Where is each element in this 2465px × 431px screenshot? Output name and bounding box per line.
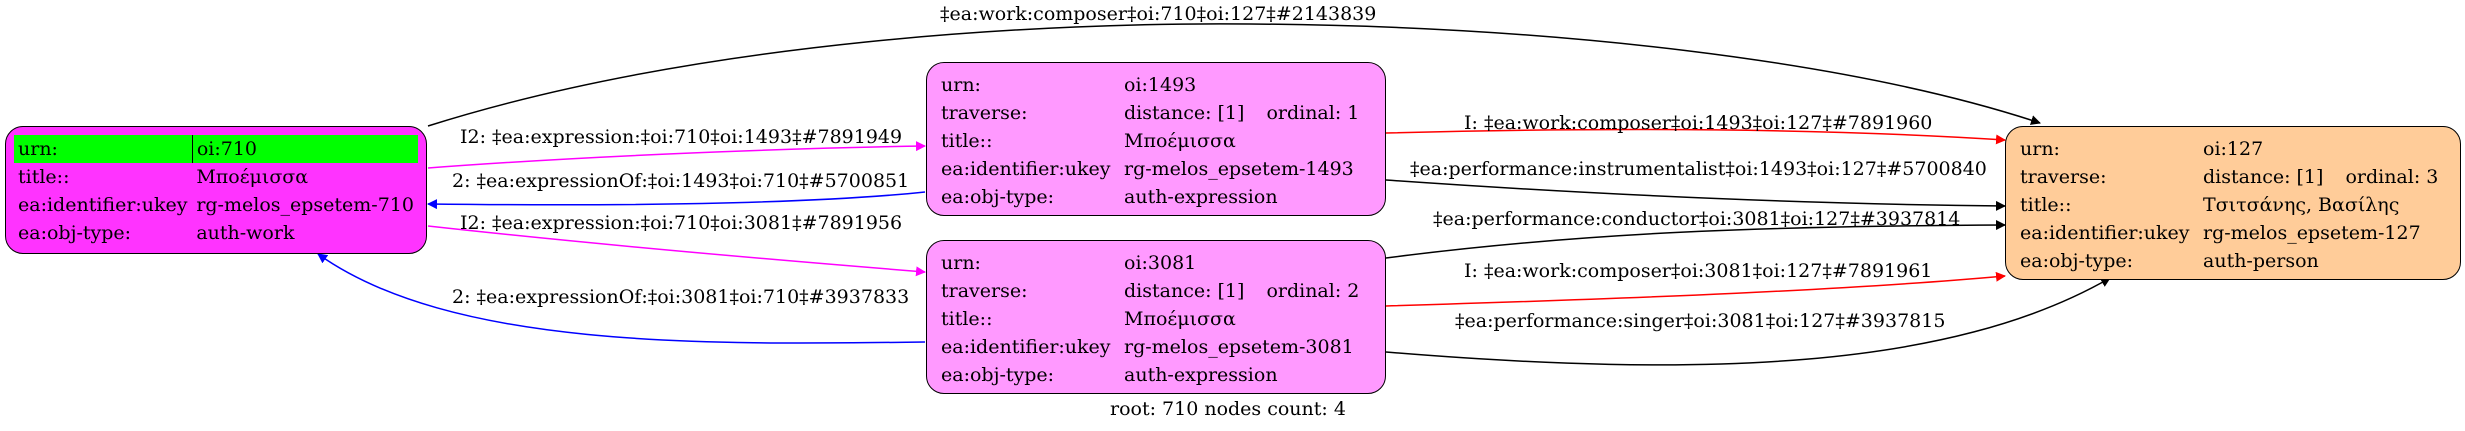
- node-710-type-row: ea:obj-type: auth-work: [14, 219, 418, 247]
- node-3081-ordinal: ordinal: 2: [1266, 280, 1360, 302]
- node-3081-urn-key: urn:: [941, 252, 981, 274]
- node-710-type-key: ea:obj-type:: [18, 222, 132, 244]
- edge-label-710-1493-expression: I2: ‡ea:expression:‡oi:710‡oi:1493‡#7891…: [460, 126, 903, 148]
- node-1493-urn-key: urn:: [941, 74, 981, 96]
- node-expression-3081[interactable]: urn: oi:3081 traverse: distance: [1] ordi…: [926, 240, 1386, 394]
- node-1493-title-value: Μποέμισσα: [1124, 130, 1236, 152]
- node-3081-title-key: title::: [941, 308, 993, 330]
- edge-3081-710-expressionof: [317, 253, 926, 344]
- node-127-urn-key: urn:: [2020, 138, 2060, 160]
- node-3081-ukey-value: rg-melos_epsetem-3081: [1124, 336, 1354, 358]
- node-710-fields: urn: oi:710 title:: Μποέμισσα ea:identif…: [14, 135, 418, 247]
- node-1493-fields: urn: oi:1493 traverse: distance: [1] ordi…: [937, 71, 1363, 211]
- node-3081-traverse-key: traverse:: [941, 280, 1028, 302]
- node-1493-title-key: title::: [941, 130, 993, 152]
- edge-1493-710-expressionof: [427, 191, 926, 210]
- node-1493-distance: distance: [1]: [1124, 102, 1245, 124]
- node-3081-fields: urn: oi:3081 traverse: distance: [1] ordi…: [937, 249, 1363, 389]
- node-127-title-key: title::: [2020, 194, 2072, 216]
- node-127-ordinal: ordinal: 3: [2345, 166, 2439, 188]
- edge-3081-127-composer: [1385, 271, 2006, 307]
- node-work-710[interactable]: urn: oi:710 title:: Μποέμισσα ea:identif…: [5, 126, 427, 254]
- edge-710-127-composer: [427, 23, 2041, 127]
- node-3081-title-value: Μποέμισσα: [1124, 308, 1236, 330]
- node-127-type-value: auth-person: [2203, 250, 2319, 272]
- node-710-ukey-row: ea:identifier:ukey rg-melos_epsetem-710: [14, 191, 418, 219]
- edge-label-1493-127-composer: I: ‡ea:work:composer‡oi:1493‡oi:127‡#789…: [1464, 112, 1933, 134]
- node-1493-ordinal: ordinal: 1: [1266, 102, 1360, 124]
- node-3081-distance: distance: [1]: [1124, 280, 1245, 302]
- node-710-title-row: title:: Μποέμισσα: [14, 163, 418, 191]
- edge-1493-127-composer: [1385, 128, 2006, 145]
- node-3081-traverse-value: distance: [1] ordinal: 2: [1120, 277, 1363, 305]
- node-1493-traverse-value: distance: [1] ordinal: 1: [1120, 99, 1363, 127]
- node-1493-ukey-key: ea:identifier:ukey: [941, 158, 1111, 180]
- node-127-urn-value: oi:127: [2203, 138, 2264, 160]
- edge-3081-127-singer: [1385, 277, 2111, 366]
- node-1493-type-value: auth-expression: [1124, 186, 1278, 208]
- graph-footer: root: 710 nodes count: 4: [1110, 398, 1346, 420]
- edge-label-3081-127-composer: I: ‡ea:work:composer‡oi:3081‡oi:127‡#789…: [1464, 260, 1933, 282]
- node-127-traverse-key: traverse:: [2020, 166, 2107, 188]
- node-3081-type-value: auth-expression: [1124, 364, 1278, 386]
- edge-label-710-3081-expression: I2: ‡ea:expression:‡oi:710‡oi:3081‡#7891…: [460, 212, 903, 234]
- node-127-distance: distance: [1]: [2203, 166, 2324, 188]
- node-1493-urn-value: oi:1493: [1124, 74, 1197, 96]
- node-expression-1493[interactable]: urn: oi:1493 traverse: distance: [1] ordi…: [926, 62, 1386, 216]
- edge-label-710-127-composer: ‡ea:work:composer‡oi:710‡oi:127‡#2143839: [940, 3, 1377, 25]
- node-1493-ukey-value: rg-melos_epsetem-1493: [1124, 158, 1354, 180]
- edge-label-1493-127-instrumentalist: ‡ea:performance:instrumentalist‡oi:1493‡…: [1410, 158, 1987, 180]
- node-1493-traverse-key: traverse:: [941, 102, 1028, 124]
- node-127-traverse-value: distance: [1] ordinal: 3: [2199, 163, 2442, 191]
- node-710-urn-value: oi:710: [192, 135, 418, 163]
- node-710-ukey-value: rg-melos_epsetem-710: [196, 194, 414, 216]
- edge-710-3081-expression: [427, 225, 926, 277]
- node-710-ukey-key: ea:identifier:ukey: [18, 194, 188, 216]
- node-3081-type-key: ea:obj-type:: [941, 364, 1055, 386]
- edge-1493-127-instrumentalist: [1385, 179, 2006, 211]
- node-127-type-key: ea:obj-type:: [2020, 250, 2134, 272]
- edge-label-1493-710-expressionof: 2: ‡ea:expressionOf:‡oi:1493‡oi:710‡#570…: [452, 170, 910, 192]
- node-710-urn-row: urn: oi:710: [14, 135, 418, 163]
- node-710-type-value: auth-work: [196, 222, 295, 244]
- node-127-ukey-value: rg-melos_epsetem-127: [2203, 222, 2421, 244]
- edge-label-3081-127-singer: ‡ea:performance:singer‡oi:3081‡oi:127‡#3…: [1455, 310, 1946, 332]
- edge-label-3081-127-conductor: ‡ea:performance:conductor‡oi:3081‡oi:127…: [1433, 208, 1961, 230]
- edge-710-1493-expression: [427, 141, 926, 169]
- node-1493-type-key: ea:obj-type:: [941, 186, 1055, 208]
- node-710-title-value: Μποέμισσα: [196, 166, 309, 188]
- node-127-title-value: Τσιτσάνης, Βασίλης: [2203, 194, 2400, 216]
- node-127-fields: urn: oi:127 traverse: distance: [1] ordin…: [2016, 135, 2442, 275]
- node-3081-urn-value: oi:3081: [1124, 252, 1197, 274]
- edge-label-3081-710-expressionof: 2: ‡ea:expressionOf:‡oi:3081‡oi:710‡#393…: [452, 286, 910, 308]
- node-710-urn-key: urn:: [14, 135, 193, 163]
- node-3081-ukey-key: ea:identifier:ukey: [941, 336, 1111, 358]
- node-127-ukey-key: ea:identifier:ukey: [2020, 222, 2190, 244]
- node-710-title-key: title::: [18, 166, 70, 188]
- edge-3081-127-conductor: [1385, 220, 2006, 259]
- node-person-127[interactable]: urn: oi:127 traverse: distance: [1] ordin…: [2005, 126, 2461, 280]
